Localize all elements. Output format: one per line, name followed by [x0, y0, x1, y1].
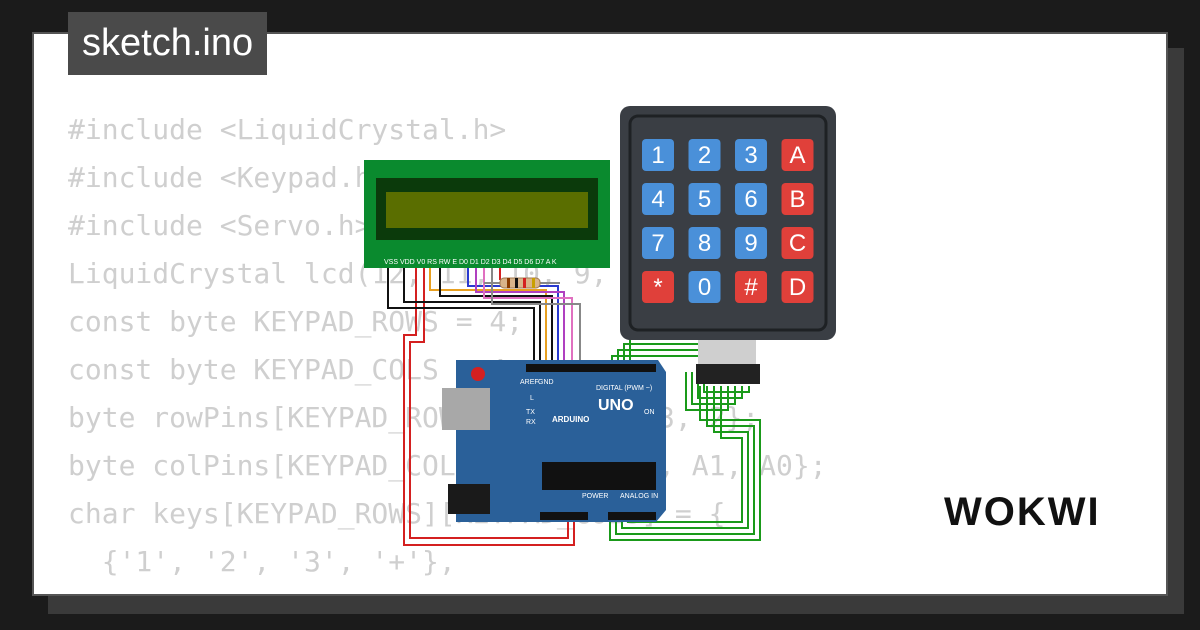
aref-label: AREF	[520, 379, 539, 386]
keypad-key[interactable]	[688, 271, 721, 303]
code-line: {'1', '2', '3', '+'},	[68, 545, 456, 578]
wire-red	[409, 262, 569, 539]
arduino-uno-board[interactable]: UNO ARDUINO DIGITAL (PWM ~) POWER ANALOG…	[442, 360, 666, 522]
digital-label: DIGITAL (PWM ~)	[596, 385, 652, 392]
wire-orange	[429, 262, 547, 366]
wire-black	[403, 262, 541, 366]
atmega-chip	[542, 462, 656, 490]
board-model: UNO	[598, 397, 634, 414]
keypad-key-label: 9	[744, 230, 757, 257]
power-label: POWER	[582, 493, 608, 500]
rx-label: RX	[526, 419, 536, 426]
keypad-key[interactable]	[781, 183, 814, 215]
keypad-key[interactable]	[735, 183, 767, 215]
lcd-screen	[386, 192, 588, 228]
file-name-tab[interactable]: sketch.ino	[68, 12, 268, 75]
gnd-label: GND	[538, 379, 554, 386]
power-header	[540, 512, 588, 520]
project-preview-card[interactable]: #include <LiquidCrystal.h> #include <Keyp…	[34, 34, 1166, 594]
code-line: #include <LiquidCrystal.h>	[68, 113, 507, 146]
keypad-key[interactable]	[735, 271, 767, 303]
analog-header	[608, 512, 656, 520]
wire-red	[403, 262, 575, 546]
digital-header	[526, 364, 656, 372]
resistor	[484, 277, 560, 289]
keypad-key[interactable]	[735, 227, 767, 259]
reset-button	[471, 367, 485, 381]
keypad-key[interactable]	[688, 227, 721, 259]
power-jack	[448, 484, 490, 514]
keypad-key[interactable]	[688, 139, 721, 171]
code-line: const byte KEYPAD_ROWS = 4;	[68, 305, 524, 338]
l-label: L	[530, 395, 534, 402]
lcd-display[interactable]: VSS VDD V0 RS RW E D0 D1 D2 D3 D4 D5 D6 …	[364, 160, 610, 268]
keypad-key-label: D	[789, 274, 806, 301]
code-line: #include <Keypad.h>	[68, 161, 389, 194]
keypad-key-label: 7	[651, 230, 664, 257]
keypad-key-label: 5	[698, 186, 711, 213]
keypad-key[interactable]	[781, 139, 814, 171]
keypad-key-label: C	[789, 230, 806, 257]
keypad-key-label: 8	[698, 230, 711, 257]
keypad-key-label: *	[653, 274, 662, 301]
keypad-keys[interactable]: 1 2 3 A 4 5 6 B 7 8 9 C * 0 # D	[642, 139, 814, 303]
keypad-key-label: 3	[744, 142, 757, 169]
code-line: #include <Servo.h>	[68, 209, 372, 242]
keypad-key-label: 6	[744, 186, 757, 213]
tx-label: TX	[526, 409, 535, 416]
wire-pink	[483, 262, 573, 366]
keypad-key[interactable]	[642, 139, 674, 171]
usb-port	[442, 388, 490, 430]
wire-black	[387, 262, 535, 366]
keypad-key-label: #	[744, 274, 758, 301]
lcd-pin-labels: VSS VDD V0 RS RW E D0 D1 D2 D3 D4 D5 D6 …	[384, 259, 557, 266]
keypad-key-label: 1	[651, 142, 664, 169]
wire-purple	[475, 262, 565, 366]
keypad-key-label: 4	[651, 186, 664, 213]
keypad-connector	[696, 340, 760, 384]
keypad-key[interactable]	[642, 183, 674, 215]
keypad-key-label: 2	[698, 142, 711, 169]
wire-black	[439, 262, 553, 366]
on-label: ON	[644, 409, 655, 416]
keypad-key-label: A	[789, 142, 805, 169]
keypad-key[interactable]	[642, 227, 674, 259]
keypad-key[interactable]	[735, 139, 767, 171]
keypad-key[interactable]	[688, 183, 721, 215]
keypad-key-label: 0	[698, 274, 711, 301]
code-line: {'4', '5', '6', '-'},	[68, 586, 827, 594]
analog-label: ANALOG IN	[620, 493, 658, 500]
keypad-key[interactable]	[781, 271, 814, 303]
keypad-key-label: B	[789, 186, 805, 213]
keypad-key[interactable]	[642, 271, 674, 303]
wokwi-logo: WOKWI	[944, 490, 1101, 534]
keypad-key[interactable]	[781, 227, 814, 259]
board-brand: ARDUINO	[552, 415, 589, 424]
